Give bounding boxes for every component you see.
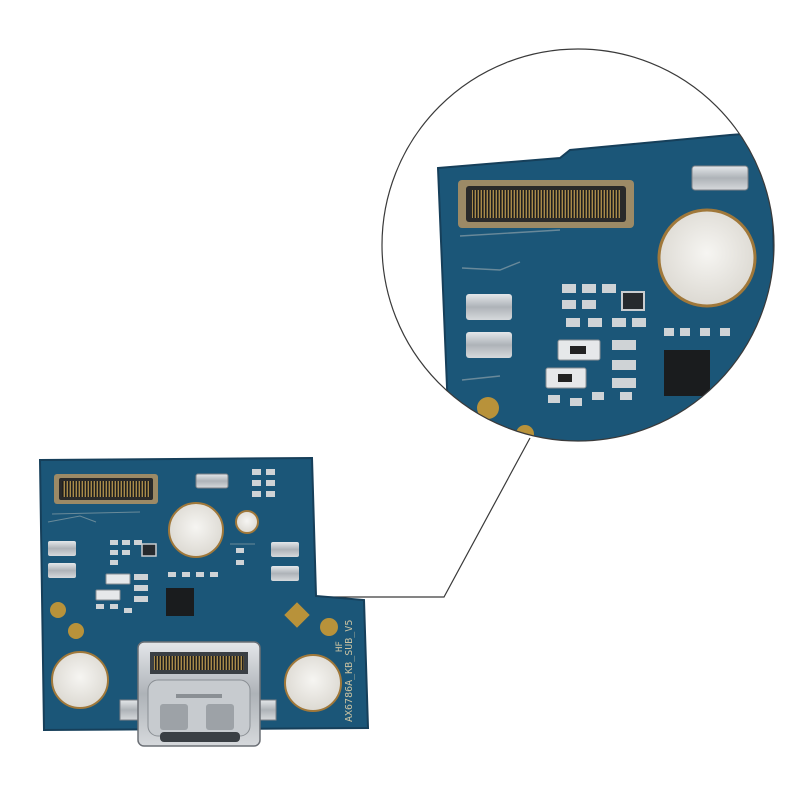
mounting-hole [168, 502, 224, 558]
gold-pad [284, 602, 310, 628]
component [95, 589, 121, 601]
pad [48, 541, 76, 556]
pcb-board: AX6786A_KB_SUB_V5 HF [38, 456, 370, 747]
zoom-ic-chip [664, 350, 710, 396]
zoom-circle-border [381, 48, 775, 442]
mounting-hole [51, 651, 109, 709]
zoom-small-connector [691, 165, 749, 191]
chip [141, 543, 157, 557]
zoom-component [570, 346, 586, 354]
callout-leader-line [318, 437, 531, 598]
small-hole [235, 510, 259, 534]
zoom-chip [621, 291, 645, 311]
gold-pad [320, 618, 338, 636]
mounting-hole [284, 654, 342, 712]
zoom-callout [381, 48, 775, 442]
zoom-components [548, 284, 646, 406]
usb-c-port [119, 641, 277, 747]
pad [271, 566, 299, 581]
zoom-gold-pad [477, 397, 499, 419]
ic-chip [166, 588, 194, 616]
pad [48, 563, 76, 578]
gold-pad [68, 623, 84, 639]
zoom-component [558, 374, 572, 382]
pcb-substrate [38, 456, 370, 732]
component [105, 573, 131, 585]
zoom-board-connector [458, 180, 634, 228]
pad [271, 542, 299, 557]
board-sub-label: HF [335, 641, 345, 652]
board-label: AX6786A_KB_SUB_V5 [344, 620, 355, 722]
small-connector [195, 473, 229, 489]
zoom-pad [466, 332, 512, 358]
board-connector [54, 474, 158, 504]
zoom-mounting-hole [657, 208, 757, 308]
gold-pad [50, 602, 66, 618]
zoom-pad [466, 294, 512, 320]
components [96, 469, 275, 613]
